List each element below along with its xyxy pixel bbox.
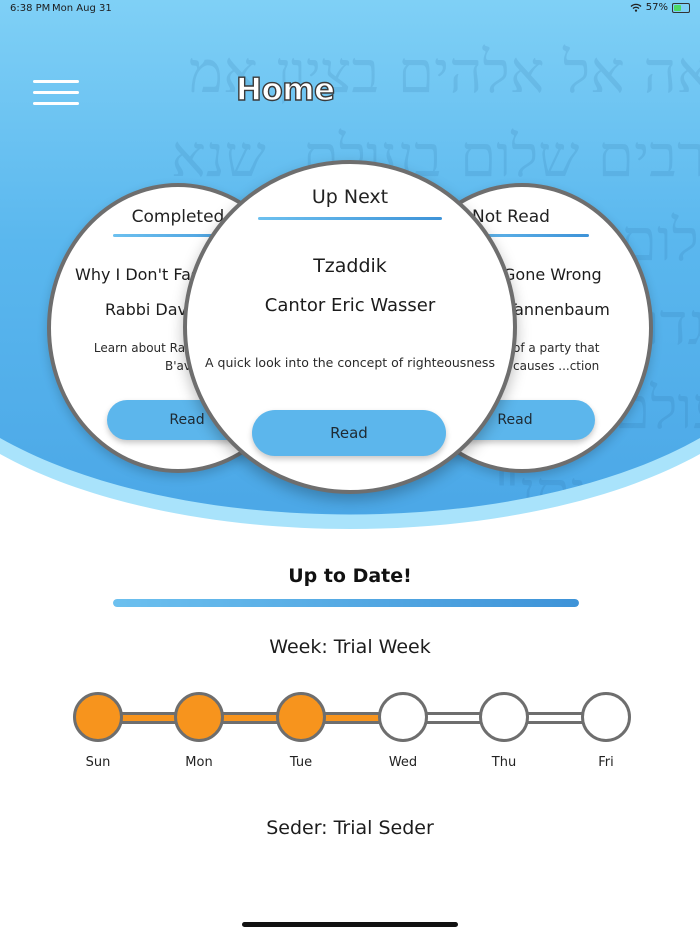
card-header: Not Read bbox=[472, 207, 550, 227]
wifi-icon bbox=[630, 3, 642, 12]
card-description: of a party that causes ...ction bbox=[513, 341, 600, 373]
status-indicators: 57% bbox=[630, 2, 690, 13]
day-connector bbox=[426, 712, 481, 724]
status-bar: 6:38 PM Mon Aug 31 57% bbox=[0, 0, 700, 18]
day-label: Tue bbox=[289, 755, 313, 770]
status-date: Mon Aug 31 bbox=[52, 3, 112, 14]
page-title: Home bbox=[235, 71, 335, 108]
card-author: Cantor Eric Wasser bbox=[264, 295, 436, 316]
card-description: A quick look into the concept of righteo… bbox=[205, 355, 495, 370]
home-indicator[interactable] bbox=[242, 922, 458, 927]
day-dot-wed[interactable] bbox=[378, 692, 428, 742]
card-underline bbox=[435, 234, 589, 237]
hebrew-watermark-decoration: מרבים שלום בעולם, שנא bbox=[171, 122, 700, 190]
day-label: Fri bbox=[598, 755, 614, 770]
battery-icon bbox=[672, 2, 690, 13]
day-dot-mon[interactable] bbox=[174, 692, 224, 742]
week-label: Week: Trial Week bbox=[269, 636, 431, 658]
card-header: Up Next bbox=[311, 186, 389, 208]
day-dot-sun[interactable] bbox=[73, 692, 123, 742]
card-underline bbox=[113, 234, 273, 237]
hebrew-watermark-decoration: ראה אל אלהים בציון אמ bbox=[188, 38, 700, 106]
day-connector bbox=[324, 712, 380, 724]
read-button[interactable]: Read bbox=[252, 410, 446, 456]
hamburger-menu-icon[interactable] bbox=[33, 80, 81, 106]
card-author: Tannenbaum bbox=[507, 300, 610, 319]
day-dot-tue[interactable] bbox=[276, 692, 326, 742]
up-next-card: Up Next Tzaddik Cantor Eric Wasser A qui… bbox=[183, 160, 517, 494]
seder-label: Seder: Trial Seder bbox=[266, 817, 434, 839]
hero-wave bbox=[0, 438, 700, 540]
progress-title: Up to Date! bbox=[288, 565, 412, 587]
status-time: 6:38 PM bbox=[10, 3, 51, 14]
battery-percent: 57% bbox=[645, 2, 668, 13]
card-author: Rabbi David bbox=[105, 300, 202, 319]
week-timeline: Sun Mon Tue Wed Thu Fri bbox=[0, 690, 700, 780]
day-connector bbox=[121, 712, 176, 724]
day-connector bbox=[222, 712, 278, 724]
day-label: Sun bbox=[85, 755, 111, 770]
day-dot-fri[interactable] bbox=[581, 692, 631, 742]
progress-bar-fill bbox=[113, 599, 579, 607]
card-header: Completed bbox=[131, 207, 225, 227]
day-label: Mon bbox=[185, 755, 213, 770]
card-underline bbox=[258, 217, 442, 220]
progress-bar bbox=[113, 599, 579, 607]
day-label: Wed bbox=[388, 755, 418, 770]
day-connector bbox=[527, 712, 583, 724]
day-dot-thu[interactable] bbox=[479, 692, 529, 742]
card-title: Gone Wrong bbox=[503, 265, 602, 284]
card-title: Tzaddik bbox=[313, 255, 387, 277]
day-label: Thu bbox=[491, 755, 517, 770]
